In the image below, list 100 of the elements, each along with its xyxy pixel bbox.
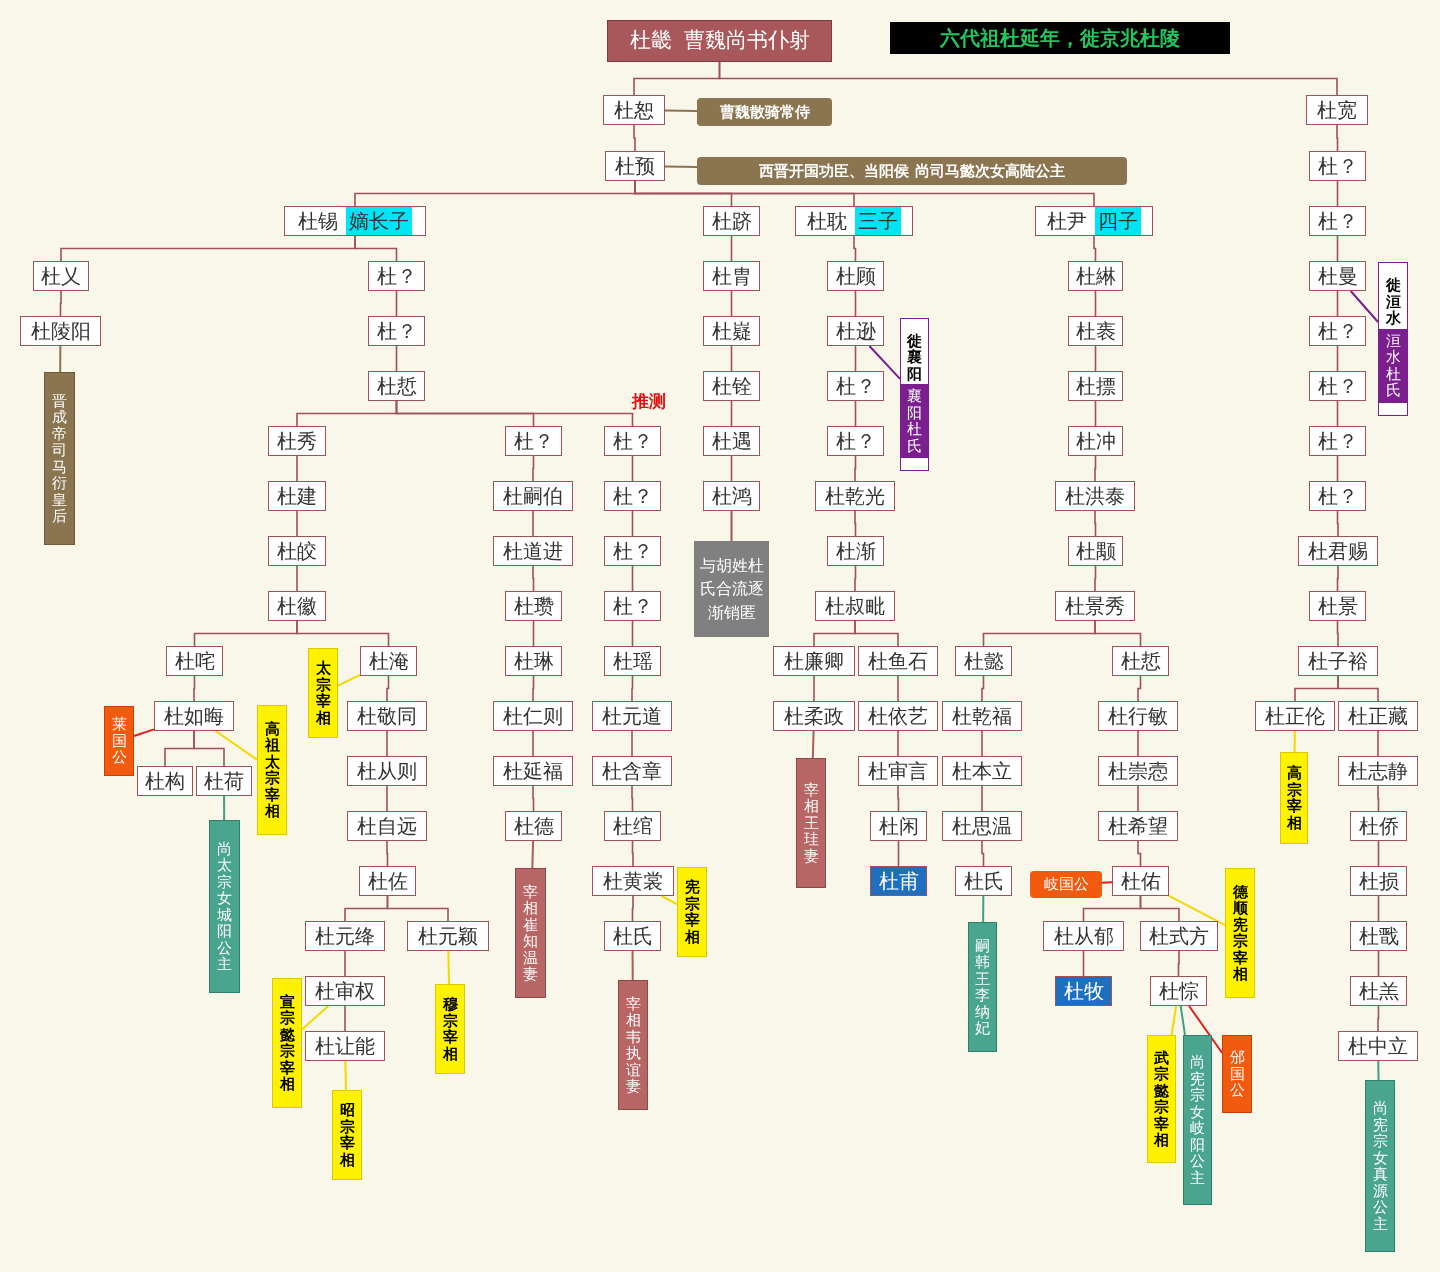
name-text: 杜正伦 [1265,703,1325,730]
person-box [1309,591,1366,621]
name-text: 杜荷 [204,768,244,795]
person-box [1055,481,1135,511]
person-box [347,701,427,731]
name-text: 杜侨 [1358,813,1399,840]
name-text: 杜元颖 [418,923,478,950]
name-text: 杜尹 [1047,208,1087,235]
office-text: 曹魏尚书仆射 [683,27,810,55]
connector-line [344,950,346,977]
migration-tag [1378,262,1408,416]
name-text: 杜道进 [503,538,563,565]
annotation-text: 宪宗宰相 [684,877,700,947]
person-box [703,481,760,511]
annotation-text: 西晋开国功臣、当阳侯 尚司马懿次女高陆公主 [759,160,1065,182]
connector-line [532,620,535,647]
connector-line [1094,400,1097,427]
annotation-text: 莱国公 [111,714,127,768]
name-text: 杜构 [145,768,185,795]
person-box [858,701,938,731]
connector-line [1336,565,1339,592]
connector-line [1094,620,1142,647]
person-box [268,481,326,511]
connector-line [1377,840,1380,867]
name-text: 杜徽 [277,593,317,620]
name-text: 杜乂 [41,263,81,290]
name-text: 杜？ [513,428,554,455]
connector-line [1336,400,1339,427]
person-box [284,206,426,236]
person-box [1338,1031,1418,1061]
office-tag [332,1090,362,1180]
person-box [1068,261,1123,291]
leader-line [631,950,634,981]
leader-line [1377,1060,1380,1081]
person-box [196,766,252,796]
name-text: 杜？ [1317,153,1358,180]
person-box [493,536,573,566]
name-text: 杜景秀 [1065,593,1125,620]
connector-line [897,730,899,757]
name-text: 杜遇 [711,428,752,455]
name-text: 杜氏 [612,923,653,950]
name-text: 杜叔毗 [825,593,885,620]
name-text: 杜鱼石 [868,648,928,675]
annotation-text: 晋成帝司马衍皇后 [52,390,67,527]
person-box [942,811,1022,841]
connector-line [730,400,733,427]
person-box [1098,701,1178,731]
name-text: 杜洪泰 [1065,483,1125,510]
connector-line [854,620,899,647]
person-box [1055,976,1112,1006]
name-text: 杜损 [1358,868,1399,895]
name-text: 杜乾福 [952,703,1012,730]
name-text: 杜行敏 [1108,703,1168,730]
name-text: 杜自远 [357,813,417,840]
connector-line [296,620,390,647]
person-box [347,811,427,841]
connector-line [1137,675,1142,702]
connector-line [1137,840,1142,867]
connector-line [386,840,389,867]
person-box [1338,756,1418,786]
name-text: 杜？ [376,318,417,345]
person-box [1350,866,1407,896]
connector-line [296,510,298,537]
birth-order-label: 嫡长子 [346,207,412,235]
name-text: 杜？ [612,538,653,565]
person-box [407,921,489,951]
leader-line [59,345,62,373]
marriage-tag [968,922,997,1052]
connector-line [631,510,634,537]
person-box [1140,921,1218,951]
person-box [942,701,1022,731]
person-box [493,756,573,786]
connector-line [631,895,634,922]
connector-line [1093,235,1097,262]
connector-line [631,730,633,757]
connector-line [532,565,535,592]
name-text: 杜德 [513,813,554,840]
connector-line [1082,950,1085,977]
annotation-text: 高祖太宗宰相 [264,718,280,822]
name-text: 杜瓒 [513,593,554,620]
annotation-text: 武宗懿宗宰相 [1154,1047,1169,1151]
connector-line [1336,290,1339,317]
name-text: 杜？ [835,373,876,400]
person-box [1112,646,1169,676]
connector-line [633,124,636,152]
connector-line [631,785,634,812]
person-box [815,591,895,621]
note-text: 推测 [632,390,666,413]
leader-line [301,1005,330,1031]
connector-line [1094,565,1097,592]
name-text: 杜仁则 [503,703,563,730]
annotation-text: 徙襄阳 [907,330,922,385]
name-text: 杜氏 [963,868,1004,895]
name-text: 杜本立 [952,758,1012,785]
person-box [605,151,665,181]
leader-line [811,730,815,759]
person-box [1306,95,1368,125]
office-tag [1147,1035,1176,1163]
connector-line [981,675,985,702]
connector-line [813,675,815,702]
